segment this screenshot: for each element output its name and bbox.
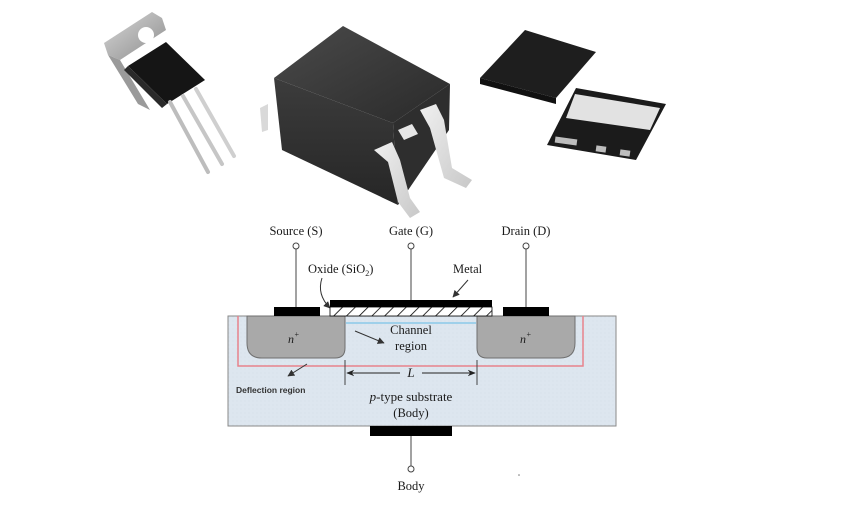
gate-label: Gate (G) [389, 224, 433, 238]
oxide-pointer-arrow [319, 277, 331, 309]
depletion-pointer-arrow [287, 363, 308, 377]
stray-dot [518, 474, 520, 476]
source-contact [274, 307, 320, 316]
mosfet-cross-section: Source (S) Gate (G) Drain (D) Oxide (SiO… [227, 224, 617, 493]
drain-contact [503, 307, 549, 316]
d2pak-side-face [274, 78, 398, 205]
to220-package-image [104, 12, 236, 174]
body-label: Body [397, 479, 425, 493]
pqfn-thermal-pad [566, 94, 660, 130]
d2pak-lead-right [420, 104, 472, 188]
pqfn-package-image [480, 30, 666, 160]
oxide-layer [329, 306, 493, 317]
substrate-label: p-type substrate [369, 389, 453, 404]
depletion-region-boundary [237, 316, 584, 367]
n-plus-source-label: n+ [288, 330, 299, 346]
metal-label: Metal [453, 262, 483, 276]
to220-lead-1 [168, 100, 210, 174]
to220-lead-2 [181, 94, 224, 166]
drain-label: Drain (D) [502, 224, 551, 238]
to220-body [128, 42, 205, 104]
d2pak-lead-left [374, 142, 420, 218]
metal-pointer-arrow [452, 279, 469, 298]
length-label: L [406, 365, 414, 380]
to220-lead-3 [194, 87, 236, 158]
substrate-body-label: (Body) [393, 406, 428, 420]
pqfn-top-view [480, 30, 596, 98]
to220-tab [104, 12, 166, 60]
gate-terminal[interactable] [407, 242, 415, 250]
d2pak-package-image [260, 26, 472, 218]
source-label: Source (S) [269, 224, 322, 238]
drain-terminal[interactable] [522, 242, 530, 250]
to220-mounting-hole [138, 27, 154, 43]
n-plus-source-region [246, 315, 346, 359]
n-plus-drain-label: n+ [520, 330, 531, 346]
n-plus-drain-region [476, 315, 576, 359]
source-terminal[interactable] [292, 242, 300, 250]
body-terminal[interactable] [407, 465, 415, 473]
channel-label-line2: region [395, 339, 428, 353]
depletion-region-label: Deflection region [236, 385, 305, 395]
body-contact [370, 426, 452, 436]
oxide-label: Oxide (SiO2) [308, 262, 373, 278]
channel-label-line1: Channel [390, 323, 432, 337]
channel-pointer-arrow [354, 330, 385, 344]
d2pak-top-face [274, 26, 450, 123]
gate-metal [330, 300, 492, 307]
